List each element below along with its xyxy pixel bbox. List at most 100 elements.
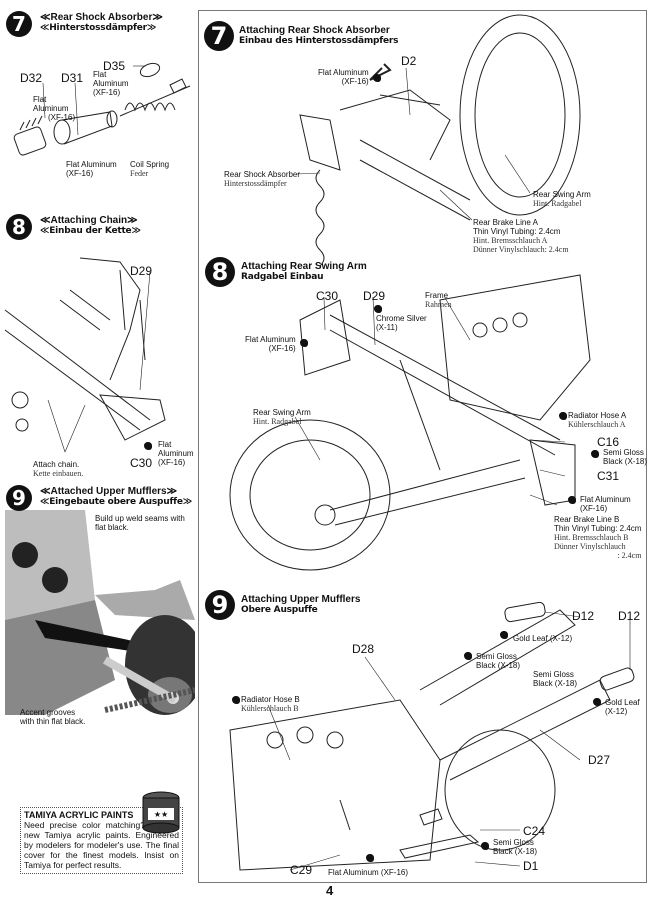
paint-drop-icon: [481, 842, 489, 850]
upper-mufflers-install-drawing: [229, 601, 635, 871]
groove-note-line-1: Accent grooves: [20, 708, 76, 717]
paint-line: Black (X-18): [533, 679, 578, 688]
panel-step-9-title: Attaching Upper Mufflers: [241, 594, 361, 605]
paint-line: Semi Gloss: [476, 652, 517, 661]
panel-step-8-title: Attaching Rear Swing Arm: [241, 261, 367, 272]
note-de: Kette einbauen.: [33, 469, 84, 478]
frame-en: Frame: [425, 291, 449, 300]
part-c30: C30: [130, 456, 153, 470]
main-instruction-panel: [198, 10, 647, 883]
panel-8-swing-arm-label: Rear Swing Arm Hint. Radgabel: [253, 408, 311, 426]
rear-shock-label: Rear Shock Absorber Hinterstossdämpfer: [224, 170, 300, 188]
coil-spring-en: Coil Spring: [130, 160, 170, 169]
paint-line: (XF-16): [580, 504, 608, 513]
panel-7-swing-arm-label: Rear Swing Arm Hint. Radgabel: [533, 190, 591, 208]
step-8-heading: ≪Attaching Chain≫ ≪Einbau der Kette≫: [40, 215, 141, 236]
swing-arm-en: Rear Swing Arm: [533, 190, 591, 199]
part-d12-a: D12: [572, 609, 595, 623]
panel-9-flat-aluminum: Flat Aluminum (XF-16): [328, 854, 408, 877]
gold-leaf-label-1: Gold Leaf (X-12): [500, 631, 573, 643]
promo-text: Need precise color matching? Try the new…: [24, 820, 179, 870]
paint-line: Flat Aluminum: [66, 160, 117, 169]
panel-8-flat-aluminum-1: Flat Aluminum (XF-16): [245, 335, 308, 353]
panel-step-8-heading: Attaching Rear Swing Arm Radgabel Einbau: [241, 261, 367, 282]
paint-line: Aluminum: [93, 79, 129, 88]
weld-seam-note: Build up weld seams with flat black.: [95, 514, 185, 532]
paint-line: Black (X-18): [476, 661, 521, 670]
coil-spring-de: Feder: [130, 169, 149, 178]
panel-step-7-subtitle: Einbau des Hinterstossdämpfers: [239, 36, 399, 46]
part-d12-b: D12: [618, 609, 641, 623]
step-8-badge: 8: [6, 214, 32, 240]
paint-line: Black (X-18): [493, 847, 538, 856]
paint-line: Gold Leaf (X-12): [513, 634, 573, 643]
radiator-hose-b-label: Radiator Hose B Kühlerschlauch B: [232, 695, 300, 713]
brake-b-de-line: : 2.4cm: [617, 551, 642, 560]
paint-drop-icon: [374, 305, 382, 313]
chain-frame-drawing: [4, 257, 166, 441]
brake-a-de-line: Dünner Vinylschlauch: 2.4cm: [473, 245, 569, 254]
panel-step-7-title: Attaching Rear Shock Absorber: [239, 25, 390, 36]
paint-line: Semi Gloss: [533, 670, 574, 679]
part-d2: D2: [401, 54, 417, 68]
d32-paint-label: Flat Aluminum (XF-16): [33, 95, 75, 122]
step-9-heading: ≪Attached Upper Mufflers≫ ≪Eingebaute ob…: [40, 486, 192, 507]
paint-line: Aluminum: [158, 449, 194, 458]
paint-line: Chrome Silver: [376, 314, 427, 323]
d35-paint-label: Flat Aluminum (XF-16): [93, 70, 129, 97]
brake-b-de-line: Dünner Vinylschlauch: [554, 542, 626, 551]
brake-line-b-label: Rear Brake Line B Thin Vinyl Tubing: 2.4…: [554, 515, 641, 560]
paint-line: (XF-16): [268, 344, 296, 353]
brake-a-line: Rear Brake Line A: [473, 218, 538, 227]
gold-leaf-label-2: Gold Leaf (X-12): [593, 698, 640, 716]
step-8-title: ≪Attaching Chain≫: [40, 215, 138, 226]
paint-line: Flat: [33, 95, 47, 104]
step-8-subtitle: ≪Einbau der Kette≫: [40, 226, 141, 236]
note-en: Attach chain.: [33, 460, 80, 469]
paint-line: Black (X-18): [603, 457, 648, 466]
panel-step-7-badge: 7: [204, 21, 234, 51]
radiator-b-de: Kühlerschlauch B: [241, 704, 299, 713]
paint-drop-icon: [593, 698, 601, 706]
paint-line: Flat Aluminum: [245, 335, 296, 344]
radiator-a-de: Kühlerschlauch A: [568, 420, 626, 429]
part-d1: D1: [523, 859, 539, 873]
paint-line: (X-12): [605, 707, 628, 716]
motorcycle-photo-graphic: [5, 510, 195, 715]
step-7-subtitle: ≪Hinterstossdämpfer≫: [40, 23, 157, 33]
part-d29: D29: [130, 264, 153, 278]
brake-a-de-line: Hint. Bremsschlauch A: [473, 236, 548, 245]
part-d31: D31: [61, 71, 84, 85]
groove-note-line-2: with thin flat black.: [20, 717, 86, 726]
panel-step-9-heading: Attaching Upper Mufflers Obere Auspuffe: [241, 594, 360, 615]
paint-line: (X-11): [376, 323, 398, 332]
step-7-title: ≪Rear Shock Absorber≫: [40, 12, 163, 23]
paint-drop-icon: [144, 442, 152, 450]
paint-drop-icon: [500, 631, 508, 639]
panel-8-semi-gloss: Semi Gloss Black (X-18): [591, 448, 648, 466]
frame-de: Rahmen: [425, 300, 452, 309]
paint-drop-icon: [591, 450, 599, 458]
radiator-a-en: Radiator Hose A: [568, 411, 627, 420]
paint-line: Semi Gloss: [493, 838, 534, 847]
swing-arm-de: Hint. Radgabel: [253, 417, 302, 426]
svg-text:★★: ★★: [154, 810, 168, 819]
weld-note-line-1: Build up weld seams with: [95, 514, 185, 523]
d31-paint-label: Flat Aluminum (XF-16): [66, 160, 117, 178]
paint-drop-icon: [372, 74, 381, 82]
part-c29: C29: [290, 863, 313, 877]
brake-b-de-line: Hint. Bremsschlauch B: [554, 533, 629, 542]
paint-line: Aluminum: [33, 104, 69, 113]
brake-b-line: Rear Brake Line B: [554, 515, 620, 524]
frame-label: Frame Rahmen: [425, 291, 452, 309]
paint-jar-icon: ★★: [142, 791, 180, 834]
brake-a-line: Thin Vinyl Tubing: 2.4cm: [473, 227, 561, 236]
paint-line: Flat: [158, 440, 172, 449]
panel-step-7-heading: Attaching Rear Shock Absorber Einbau des…: [239, 25, 399, 46]
paint-line: (XF-16): [48, 113, 76, 122]
part-d27: D27: [588, 753, 611, 767]
step-8-paint-label: Flat Aluminum (XF-16): [144, 440, 194, 467]
rear-swing-arm-install-drawing: [229, 274, 591, 571]
step-9-title: ≪Attached Upper Mufflers≫: [40, 486, 178, 497]
